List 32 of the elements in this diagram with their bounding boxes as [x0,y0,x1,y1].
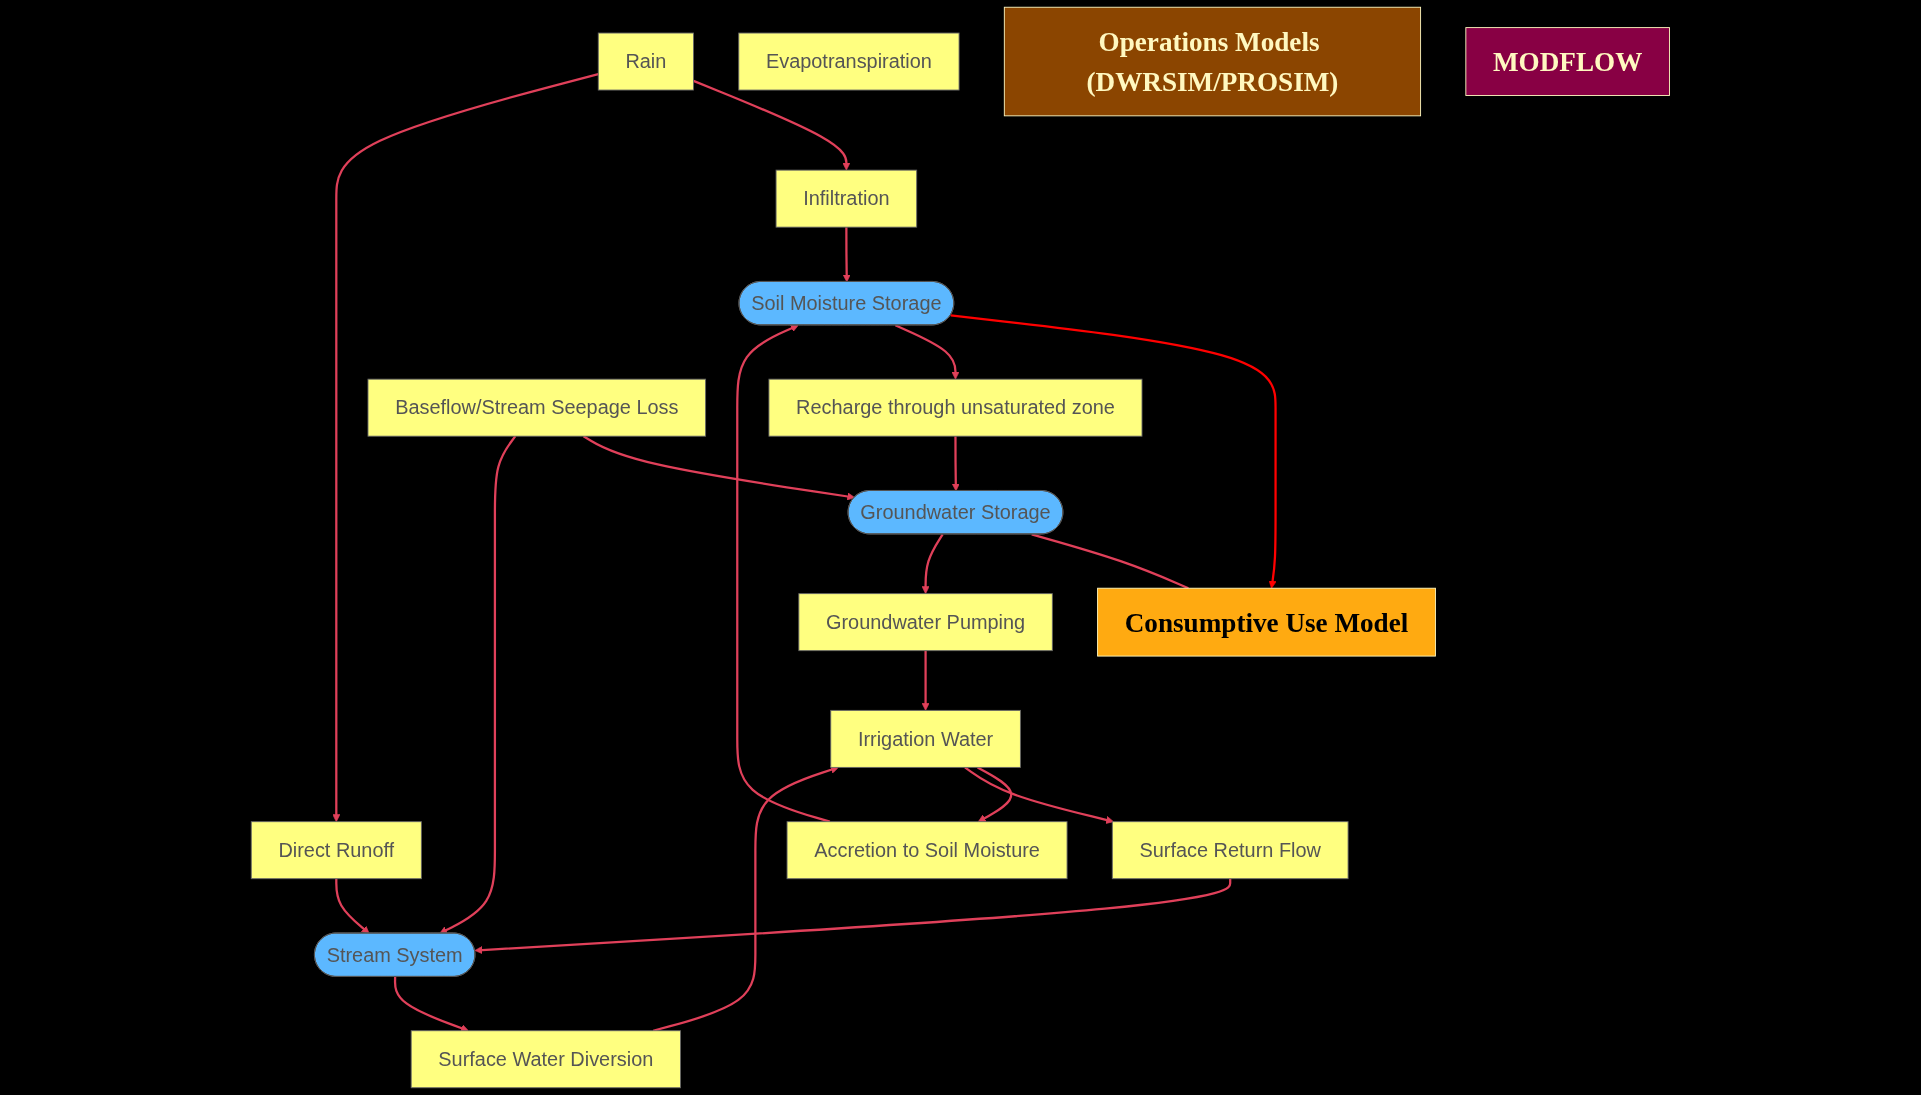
node-box: Groundwater Pumping [798,593,1053,652]
node-box: Surface Water Diversion [410,1030,682,1089]
node-box: Evapotranspiration [738,32,960,91]
arrow [951,436,960,492]
node-box: MODFLOW [1465,27,1671,96]
arrow [736,324,831,823]
node-box: Baseflow/Stream Seepage Loss [367,378,707,437]
arrow [950,314,1277,589]
arrow [583,435,856,501]
node-box: Recharge through unsaturated zone [768,378,1143,437]
node-box: Irrigation Water [830,709,1021,768]
node-box: Accretion to Soil Moisture [786,821,1068,880]
arrow [921,650,930,711]
connector [1031,533,1189,590]
arrow [842,227,851,283]
arrow [921,533,944,594]
node-box: Consumptive Use Model [1097,587,1436,657]
arrow [439,435,517,934]
arrow [335,878,370,934]
arrow [394,976,469,1032]
arrow [895,324,960,380]
node-box: Rain [597,32,695,91]
arrow [964,766,1114,824]
arrow [693,79,851,171]
arrow [977,766,1013,823]
node-box: Infiltration [775,169,918,228]
arrow [332,72,599,823]
arrow [653,765,839,1032]
node-box: Surface Return Flow [1112,821,1349,880]
node-box: Operations Models (DWRSIM/PROSIM) [1004,6,1422,117]
arrow [474,878,1232,955]
node-box: Direct Runoff [250,821,422,880]
